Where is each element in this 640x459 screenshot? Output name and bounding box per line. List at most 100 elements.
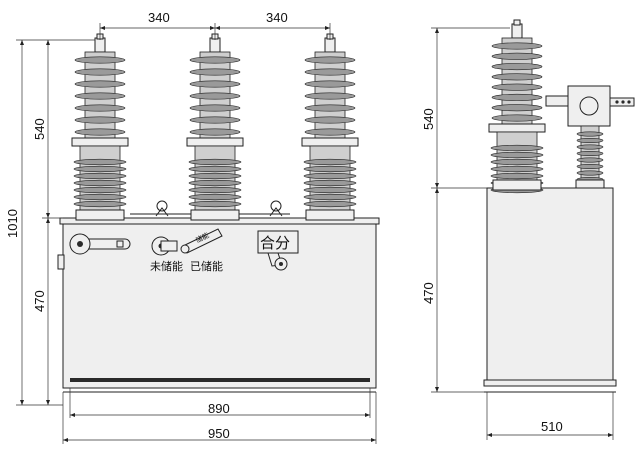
ct-shed [576, 157, 604, 163]
pole-upper-shed [304, 128, 356, 136]
pole-lower-shed [303, 186, 357, 194]
dim-overall-width: 950 [208, 426, 230, 441]
pole-upper-shed [491, 104, 543, 112]
pole-lower-shed [490, 151, 544, 159]
pole-terminal-bolt [324, 37, 336, 53]
label-charged: 已储能 [190, 259, 223, 273]
pole-lower-shed [188, 179, 242, 187]
lever-pin [77, 241, 83, 247]
side-mech-link [545, 95, 569, 107]
pole-lower-shed [490, 144, 544, 152]
pole-upper-shed [491, 73, 543, 81]
arrowhead [365, 413, 370, 417]
pole-lower-shed [490, 158, 544, 166]
pole-lower-shed [303, 165, 357, 173]
pole-lower-shed [303, 158, 357, 166]
pole-upper-shed [491, 93, 543, 101]
pole-upper-shed [491, 83, 543, 91]
side-dim-upper-height: 540 [421, 108, 436, 130]
arrowhead [435, 183, 439, 188]
arrowhead [210, 26, 215, 30]
front-poles [71, 33, 359, 221]
pole-base [492, 179, 542, 191]
pole-upper-shed [491, 52, 543, 60]
lever-slot [116, 240, 124, 248]
pole-upper-shed [189, 92, 241, 100]
arrowhead [46, 218, 50, 223]
front-terminal-links [155, 207, 283, 217]
pole-1 [71, 33, 129, 221]
pole-upper-shed [304, 80, 356, 88]
close-open-indicator [267, 252, 288, 271]
pole-flange [186, 137, 244, 147]
pole-upper-shed [74, 56, 126, 64]
pole-flange [488, 123, 546, 133]
ct-shed [576, 131, 604, 137]
pole-side [488, 19, 546, 194]
pole-terminal-cap [513, 19, 521, 26]
pole-lower-shed [73, 179, 127, 187]
pole-terminal-bolt [511, 23, 523, 39]
side-base-plate [483, 379, 617, 387]
arrowhead [20, 400, 24, 405]
arrowhead [46, 40, 50, 45]
side-ct-insulator [575, 125, 605, 189]
pole-lower-shed [73, 165, 127, 173]
arrowhead [608, 433, 613, 437]
pole-upper-shed [491, 63, 543, 71]
ct-shed [576, 151, 604, 157]
pole-base [190, 209, 240, 221]
side-mech-hole-1 [615, 100, 619, 104]
side-view: 540 470 510 [421, 19, 635, 440]
pole-3 [301, 33, 359, 221]
side-dim-lower-height: 470 [421, 282, 436, 304]
pole-lower-shed [73, 193, 127, 201]
pole-lower-shed [188, 200, 242, 208]
front-terminal-circle-2 [270, 200, 282, 212]
arrowhead [20, 40, 24, 45]
pole-lower-shed [303, 179, 357, 187]
side-tank-body [486, 187, 614, 385]
side-pole [488, 19, 546, 194]
arrowhead [70, 413, 75, 417]
pole-lower-shed [73, 158, 127, 166]
ct-shed [576, 170, 604, 176]
pole-upper-shed [491, 42, 543, 50]
pole-flange [71, 137, 129, 147]
pole-base [75, 209, 125, 221]
pole-lower-shed [303, 172, 357, 180]
dimension-arrows [20, 26, 613, 442]
indicator-pin [279, 262, 283, 266]
pole-lower-shed [73, 172, 127, 180]
pole-upper-shed [304, 104, 356, 112]
pole-upper-shed [189, 104, 241, 112]
label-uncharged: 未储能 [150, 259, 183, 273]
pole-lower-shed [188, 172, 242, 180]
dim-base-width: 890 [208, 401, 230, 416]
arrowhead [325, 26, 330, 30]
arrowhead [435, 188, 439, 193]
pole-upper-shed [189, 68, 241, 76]
pole-lower-shed [490, 172, 544, 180]
dim-lower-height: 470 [32, 290, 47, 312]
pole-lower-shed [490, 165, 544, 173]
pole-upper-shed [304, 56, 356, 64]
arrowhead [435, 28, 439, 33]
front-view: 储能 未储能 已储能 合分 340 340 1010 540 470 [5, 10, 380, 444]
pole-upper-shed [189, 116, 241, 124]
arrowhead [46, 400, 50, 405]
dim-pitch-right: 340 [266, 10, 288, 25]
dim-upper-height: 540 [32, 118, 47, 140]
front-base-strip [70, 378, 370, 382]
pole-upper-shed [74, 68, 126, 76]
pole-lower-shed [73, 200, 127, 208]
side-dim-depth: 510 [541, 419, 563, 434]
pole-upper-shed [491, 114, 543, 122]
pole-terminal-bolt [209, 37, 221, 53]
pole-upper-shed [304, 68, 356, 76]
pole-flange [301, 137, 359, 147]
front-side-bracket [57, 254, 65, 270]
pole-lower-shed [188, 165, 242, 173]
arrowhead [63, 438, 68, 442]
